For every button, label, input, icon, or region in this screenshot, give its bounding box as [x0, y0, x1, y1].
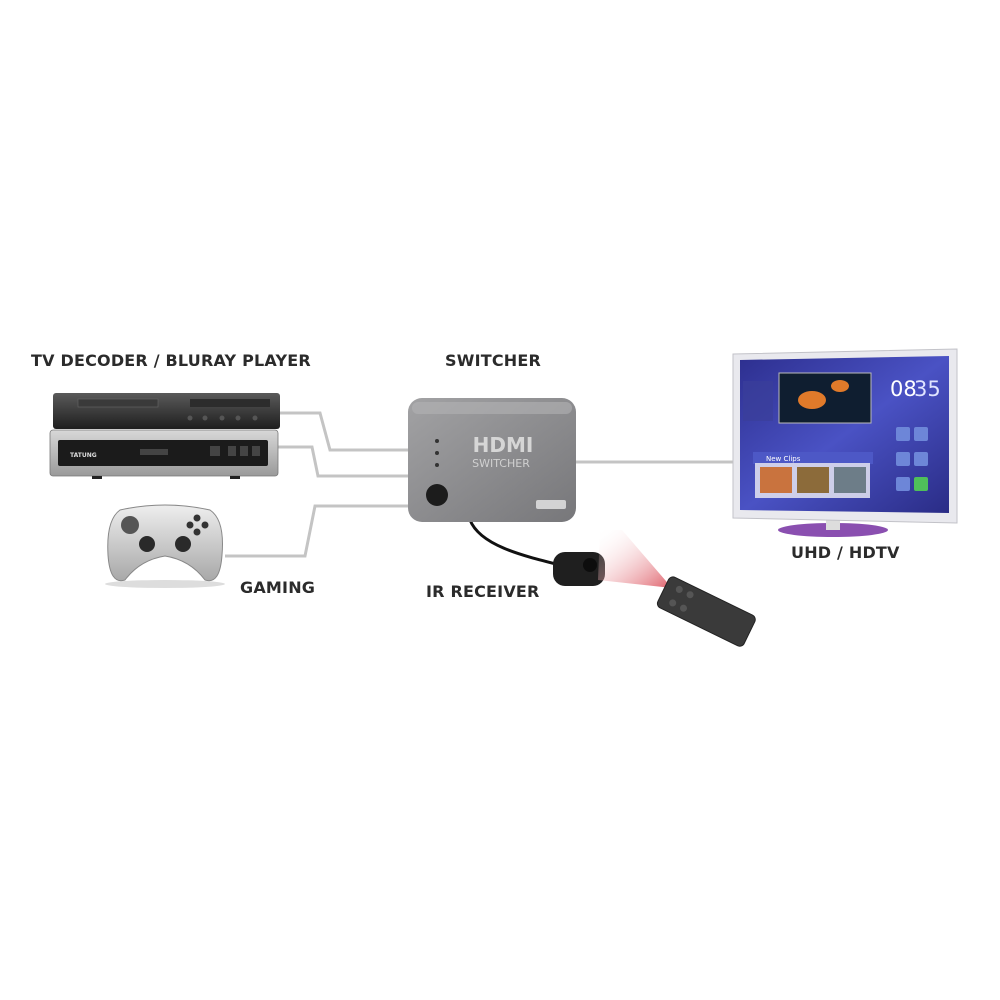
label-ir-receiver: IR RECEIVER [426, 582, 540, 601]
cable-bluray-to-switcher [280, 411, 410, 452]
label-uhd-hdtv: UHD / HDTV [791, 543, 900, 562]
label-switcher: SWITCHER [445, 351, 542, 370]
label-gaming: GAMING [240, 578, 316, 597]
switcher-logo: HDMI [473, 433, 534, 457]
label-tv-decoder-bluray: TV DECODER / BLURAY PLAYER [31, 351, 311, 370]
tv-clips-header: New Clips [766, 455, 801, 463]
tv-clock-hours: 08 [890, 377, 917, 401]
ir-receiver-cable [468, 519, 561, 567]
uhd-tv: 08 35 New Clips [732, 348, 958, 537]
tv-decoder: TATUNG [49, 429, 279, 479]
remote-control [656, 576, 756, 647]
decoder-brand: TATUNG [70, 452, 97, 459]
switcher-select-button [426, 484, 448, 506]
gamepad [105, 504, 225, 588]
ir-beam [598, 530, 672, 588]
hdmi-switcher: HDMI SWITCHER [408, 398, 576, 522]
tv-clock-minutes: 35 [914, 377, 941, 401]
cable-decoder-to-switcher [278, 445, 410, 478]
cable-gaming-to-switcher [225, 504, 410, 558]
switcher-subtitle: SWITCHER [472, 457, 530, 470]
cables [225, 411, 735, 558]
bluray-player [53, 393, 280, 429]
ir-receiver [553, 552, 605, 586]
